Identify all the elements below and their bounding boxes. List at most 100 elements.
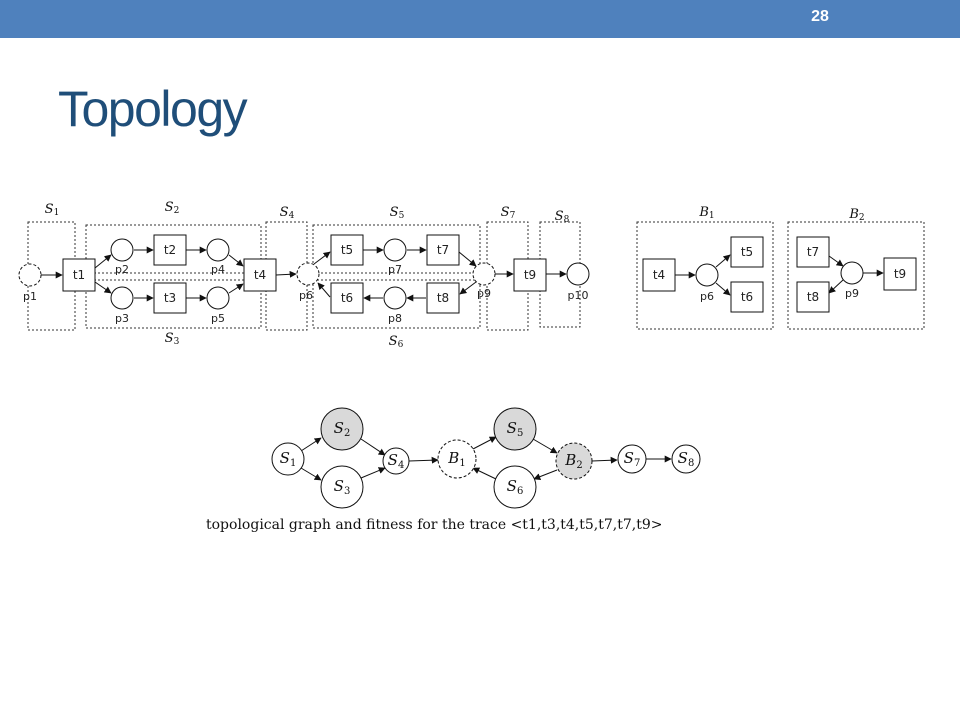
- place-label-p6: p6: [299, 289, 313, 302]
- b2-place-label-p9: p9: [845, 287, 859, 300]
- transition-t3: [153, 282, 187, 314]
- bridge-box-b1: [636, 221, 774, 330]
- topo-edge-3: [360, 467, 386, 479]
- topo-node-s3: [320, 465, 364, 509]
- topo-node-s8: [671, 444, 701, 474]
- topo-node-s5: [493, 407, 537, 451]
- topo-node-b1: [437, 439, 477, 479]
- topo-node-label-s3: S3: [334, 477, 351, 497]
- b2-transition-label-t8: t8: [807, 290, 819, 304]
- place-p10: [566, 262, 590, 286]
- topo-node-s1: [271, 442, 305, 476]
- transition-label-t9: t9: [524, 268, 536, 282]
- page-number: 28: [811, 8, 829, 25]
- arc-9: [275, 270, 297, 278]
- place-p2: [110, 238, 134, 262]
- topo-node-b2: [555, 442, 593, 480]
- topo-edge-2: [360, 438, 386, 456]
- place-p6: [296, 262, 320, 286]
- transition-label-t6: t6: [341, 291, 353, 305]
- topo-edge-0: [300, 437, 322, 452]
- place-label-p9: p9: [477, 287, 491, 300]
- transition-t4: [243, 258, 277, 292]
- arc-13: [458, 251, 477, 267]
- topo-edge-7: [532, 438, 558, 454]
- topo-node-s6: [493, 465, 537, 509]
- topo-node-s4: [382, 447, 410, 475]
- topo-edge-1: [300, 467, 322, 481]
- place-label-p1: p1: [23, 290, 37, 303]
- place-label-p10: p10: [568, 289, 589, 302]
- arc-10: [313, 251, 331, 265]
- topo-node-label-s4: S4: [388, 451, 405, 471]
- place-label-p5: p5: [211, 312, 225, 325]
- region-box-s5: [312, 224, 481, 274]
- topo-edge-5: [472, 436, 497, 450]
- transition-t8: [426, 282, 460, 314]
- region-box-s6: [312, 279, 481, 329]
- place-label-p8: p8: [388, 312, 402, 325]
- transition-t7: [426, 234, 460, 266]
- arc-2: [94, 281, 112, 294]
- topo-node-label-s1: S1: [280, 449, 297, 469]
- transition-t6: [330, 282, 364, 314]
- topo-node-s2: [320, 407, 364, 451]
- topo-edge-9: [591, 456, 618, 464]
- transition-label-t2: t2: [164, 243, 176, 257]
- topo-edge-4: [408, 456, 439, 464]
- place-p3: [110, 286, 134, 310]
- place-p7: [383, 238, 407, 262]
- topo-edge-8: [533, 469, 558, 480]
- b2-transition-t7: [796, 236, 830, 268]
- bridge-box-b2: [787, 221, 925, 330]
- place-p5: [206, 286, 230, 310]
- bridge-label-b2: B2: [848, 207, 864, 223]
- topo-node-label-b2: B2: [564, 451, 582, 471]
- slide-title: Topology: [58, 81, 248, 137]
- bridge-label-b1: B1: [698, 205, 714, 221]
- b1-arc-2: [715, 282, 731, 296]
- arc-1: [94, 254, 112, 269]
- region-label-s2: S2: [165, 200, 180, 216]
- b2-transition-label-t9: t9: [894, 267, 906, 281]
- topo-node-label-s7: S7: [624, 449, 641, 469]
- place-p1: [18, 263, 42, 287]
- place-label-p2: p2: [115, 263, 129, 276]
- b2-arc-1: [828, 279, 844, 294]
- region-label-s1: S1: [45, 202, 60, 218]
- topo-node-label-s6: S6: [507, 477, 524, 497]
- b2-transition-label-t7: t7: [807, 245, 819, 259]
- b1-transition-t6: [730, 281, 764, 313]
- place-p8: [383, 286, 407, 310]
- place-label-p4: p4: [211, 263, 225, 276]
- topo-node-s7: [617, 444, 647, 474]
- transition-label-t4: t4: [254, 268, 266, 282]
- b2-arc-0: [828, 255, 844, 267]
- topo-node-label-s2: S2: [334, 419, 351, 439]
- place-p9: [472, 262, 496, 286]
- arc-17: [317, 282, 331, 298]
- region-box-s3: [85, 279, 262, 329]
- b1-transition-t4: [642, 258, 676, 292]
- b2-transition-t9: [883, 257, 917, 291]
- b2-transition-t8: [796, 281, 830, 313]
- b1-transition-t5: [730, 236, 764, 268]
- topo-node-label-s5: S5: [507, 419, 524, 439]
- arc-8: [228, 283, 244, 294]
- arc-7: [228, 254, 244, 267]
- region-label-s3: S3: [165, 331, 180, 347]
- region-label-s8: S8: [555, 209, 570, 225]
- b1-transition-label-t6: t6: [741, 290, 753, 304]
- transition-label-t5: t5: [341, 243, 353, 257]
- transition-label-t7: t7: [437, 243, 449, 257]
- transition-label-t8: t8: [437, 291, 449, 305]
- region-box-s2: [85, 224, 262, 274]
- transition-t5: [330, 234, 364, 266]
- region-label-s7: S7: [501, 205, 516, 221]
- transition-t1: [62, 258, 96, 292]
- header-bar: 28: [0, 0, 960, 38]
- region-label-s4: S4: [280, 205, 295, 221]
